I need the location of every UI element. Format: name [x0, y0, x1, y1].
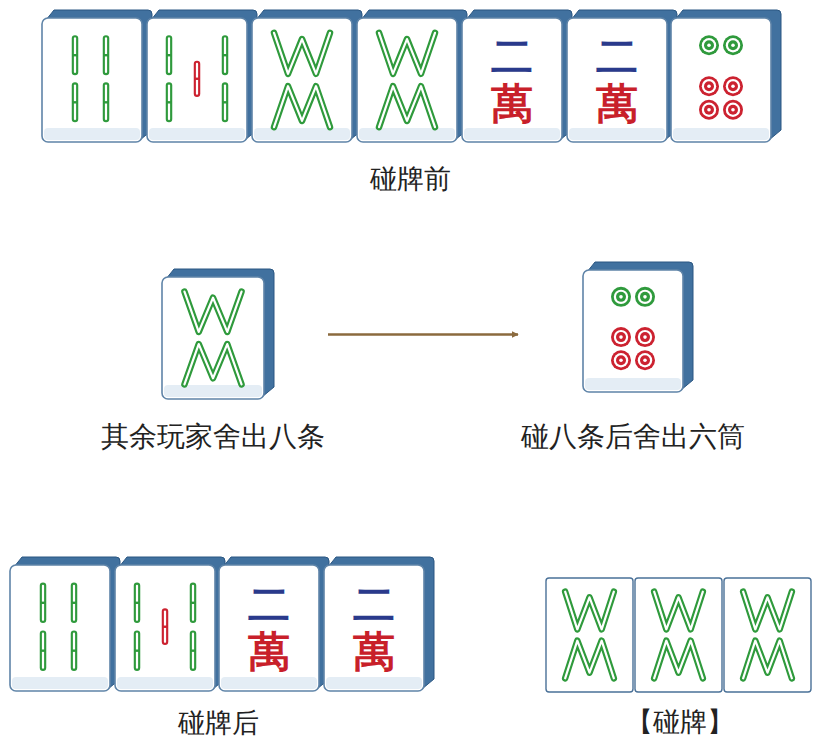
tile-face-text: 二萬 — [353, 581, 395, 675]
caption-label: 碰牌后 — [178, 707, 259, 739]
mahjong-tile — [42, 10, 152, 142]
mahjong-tile — [724, 578, 811, 692]
tile-node: 碰八条后舍出六筒 — [518, 270, 748, 454]
mahjong-tile — [10, 557, 120, 691]
caption-label: 碰牌前 — [370, 163, 451, 195]
mahjong-tile — [162, 269, 274, 399]
mahjong-tile — [219, 557, 329, 691]
mahjong-tile — [546, 578, 633, 692]
mahjong-tile — [115, 557, 225, 691]
tile-node: 其余玩家舍出八条 — [98, 277, 328, 454]
tile-face-text: 二萬 — [248, 581, 290, 675]
tile-face-text: 二萬 — [596, 33, 638, 127]
caption-label: 【碰牌】 — [626, 706, 734, 738]
tile-caption: 碰八条后舍出六筒 — [518, 420, 748, 454]
mahjong-tile — [671, 10, 781, 142]
mahjong-tile — [635, 578, 722, 692]
mahjong-tile — [567, 10, 677, 142]
mahjong-tile — [252, 10, 362, 142]
tile-caption: 其余玩家舍出八条 — [98, 420, 328, 454]
mahjong-tile — [324, 557, 434, 691]
flow-arrow — [328, 333, 518, 336]
tile-face-text: 二萬 — [491, 33, 533, 127]
mahjong-tile — [357, 10, 467, 142]
mahjong-tile — [462, 10, 572, 142]
mahjong-tile — [147, 10, 257, 142]
mahjong-tile — [583, 262, 693, 392]
